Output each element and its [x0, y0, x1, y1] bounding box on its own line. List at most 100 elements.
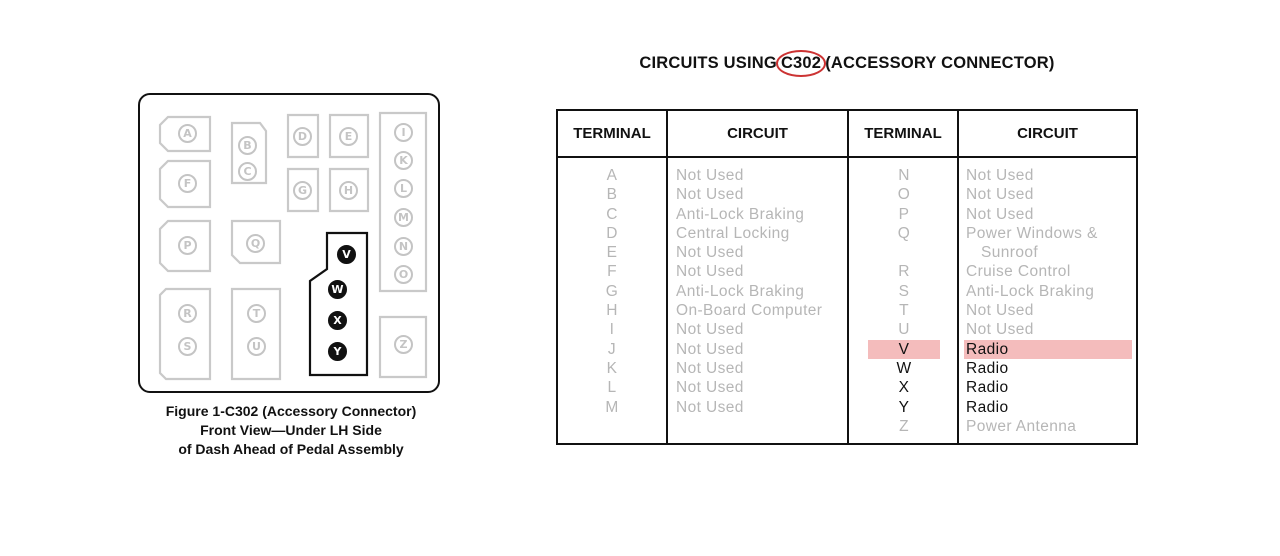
right-terminal-column: N O P Q R S T U V W X Y Z	[868, 166, 940, 436]
table-cell-circuit: Not Used	[676, 263, 744, 281]
pin-k: K	[394, 151, 413, 170]
pin-h: H	[339, 181, 358, 200]
cavity-vwxy	[308, 231, 369, 377]
pin-c: C	[238, 162, 257, 181]
table-cell-terminal: W	[896, 359, 912, 377]
table-cell-terminal: Q	[897, 224, 911, 242]
table-cell-terminal: R	[898, 263, 910, 281]
pin-w: W	[328, 280, 347, 299]
pin-x: X	[328, 311, 347, 330]
table-cell-terminal: U	[898, 321, 910, 339]
pin-v: V	[337, 245, 356, 264]
table-cell-terminal: P	[898, 205, 910, 223]
left-circuit-column: Not Used Not Used Anti-Lock Braking Cent…	[676, 166, 846, 417]
table-cell-circuit: Not Used	[676, 321, 744, 339]
table-cell-terminal	[868, 243, 940, 262]
pin-a: A	[178, 124, 197, 143]
table-cell-circuit: Anti-Lock Braking	[966, 282, 1095, 300]
table-cell-circuit: Anti-Lock Braking	[676, 282, 805, 300]
table-cell-circuit-continued: Sunroof	[981, 244, 1039, 262]
table-cell-circuit: Central Locking	[676, 224, 790, 242]
table-cell-terminal: L	[607, 379, 617, 397]
table-cell-circuit: Not Used	[676, 186, 744, 204]
table-cell-terminal: F	[607, 263, 617, 281]
pin-m: M	[394, 208, 413, 227]
title-suffix: (ACCESSORY CONNECTOR)	[825, 54, 1055, 72]
caption-line-3: of Dash Ahead of Pedal Assembly	[178, 441, 404, 457]
pin-z: Z	[394, 335, 413, 354]
table-cell-circuit: Not Used	[676, 379, 744, 397]
table-cell-circuit: Radio	[966, 379, 1009, 397]
table-cell-terminal: D	[606, 224, 618, 242]
pin-y: Y	[328, 342, 347, 361]
pin-r: R	[178, 304, 197, 323]
table-cell-terminal: X	[898, 379, 910, 397]
table-cell-terminal-highlighted: V	[868, 339, 940, 359]
table-cell-circuit: Radio	[966, 398, 1009, 416]
pin-f: F	[178, 174, 197, 193]
circuit-table: TERMINAL CIRCUIT TERMINAL CIRCUIT A B C …	[556, 109, 1138, 445]
header-terminal-1: TERMINAL	[573, 125, 651, 142]
table-cell-circuit: Not Used	[966, 321, 1034, 339]
table-cell-circuit: Not Used	[676, 167, 744, 184]
pin-q: Q	[246, 234, 265, 253]
header-divider	[558, 156, 1136, 158]
table-cell-circuit: Not Used	[966, 186, 1034, 204]
title-prefix: CIRCUITS USING	[639, 54, 777, 72]
table-cell-terminal: Y	[898, 398, 910, 416]
table-cell-terminal: J	[607, 340, 617, 358]
right-circuit-column: Not Used Not Used Not Used Power Windows…	[964, 166, 1132, 436]
pin-s: S	[178, 337, 197, 356]
table-cell-terminal: C	[606, 205, 618, 223]
pin-n: N	[394, 237, 413, 256]
header-terminal-2: TERMINAL	[864, 125, 942, 142]
connector-cavities	[158, 111, 428, 381]
title-connector-circled: C302	[775, 50, 827, 77]
figure-caption: Figure 1-C302 (Accessory Connector) Fron…	[130, 402, 452, 459]
pin-t: T	[247, 304, 266, 323]
table-cell-circuit: Not Used	[966, 302, 1034, 320]
pin-o: O	[394, 265, 413, 284]
left-terminal-column: A B C D E F G H I J K L M	[558, 166, 666, 417]
table-cell-terminal: B	[606, 186, 618, 204]
pin-e: E	[339, 127, 358, 146]
connector-front-view: A B C D E F G H I K L M N O P Q V W X Y …	[138, 93, 440, 393]
table-cell-circuit: Not Used	[676, 359, 744, 377]
pin-g: G	[293, 181, 312, 200]
table-cell-terminal: Z	[899, 417, 909, 435]
table-cell-terminal: I	[609, 321, 615, 339]
table-cell-terminal: E	[606, 244, 618, 262]
table-cell-circuit: Anti-Lock Braking	[676, 205, 805, 223]
table-cell-terminal: S	[898, 282, 910, 300]
pin-i: I	[394, 123, 413, 142]
cavity-tu	[230, 287, 282, 381]
table-cell-terminal: H	[606, 302, 618, 320]
pin-l: L	[394, 179, 413, 198]
table-cell-terminal: T	[899, 302, 909, 320]
table-cell-terminal: A	[606, 167, 618, 184]
column-divider	[957, 111, 959, 443]
table-cell-terminal: O	[897, 186, 911, 204]
pin-b: B	[238, 136, 257, 155]
table-cell-circuit: Not Used	[676, 398, 744, 416]
caption-line-1: Figure 1-C302 (Accessory Connector)	[165, 403, 417, 419]
pin-d: D	[293, 127, 312, 146]
header-circuit-1: CIRCUIT	[727, 125, 788, 142]
cavity-rs	[158, 287, 212, 381]
table-cell-terminal: M	[605, 398, 619, 416]
table-cell-circuit-highlighted: Radio	[964, 339, 1132, 359]
column-divider	[847, 111, 849, 443]
pin-u: U	[247, 337, 266, 356]
column-divider	[666, 111, 668, 443]
table-cell-circuit: Cruise Control	[966, 263, 1071, 281]
table-cell-circuit: Power Windows &	[966, 224, 1098, 242]
caption-line-2: Front View—Under LH Side	[200, 422, 382, 438]
table-cell-terminal: G	[605, 282, 619, 300]
table-cell-circuit: Not Used	[966, 205, 1034, 223]
table-cell-terminal: N	[898, 167, 910, 184]
table-cell-circuit: Not Used	[676, 340, 744, 358]
table-cell-circuit: On-Board Computer	[676, 302, 823, 320]
pin-p: P	[178, 236, 197, 255]
table-cell-circuit: Radio	[966, 359, 1009, 377]
